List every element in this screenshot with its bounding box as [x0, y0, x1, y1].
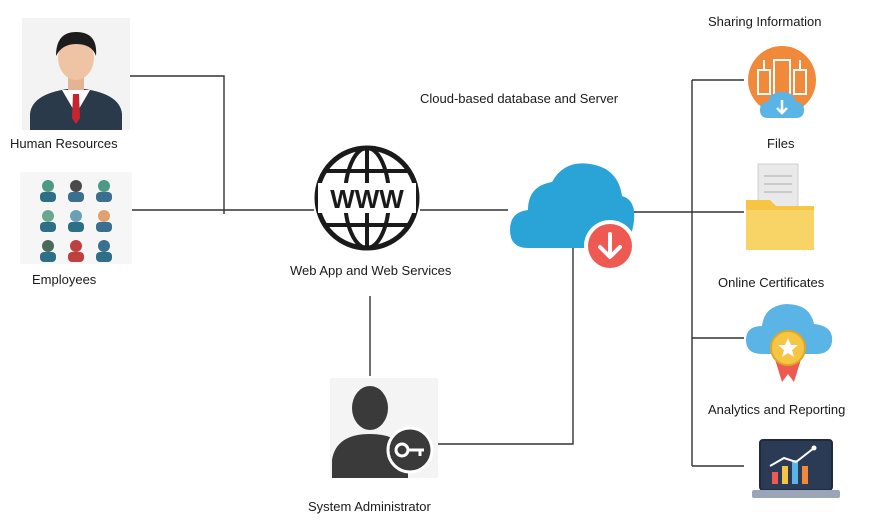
cloud-download-icon	[510, 163, 636, 272]
label-employees: Employees	[32, 272, 97, 287]
label-system-administrator: System Administrator	[308, 499, 431, 514]
people-grid-icon	[20, 172, 132, 264]
admin-to-cloud-connector	[434, 248, 574, 445]
label-online-certificates: Online Certificates	[718, 275, 825, 290]
label-cloud-database: Cloud-based database and Server	[420, 91, 619, 106]
user-key-icon	[330, 378, 438, 478]
person-icon	[22, 18, 130, 130]
label-files: Files	[767, 136, 795, 151]
cloud-certificate-icon	[746, 304, 833, 382]
label-web-app: Web App and Web Services	[290, 263, 452, 278]
folder-icon	[746, 163, 814, 250]
label-human-resources: Human Resources	[10, 136, 118, 151]
globe-www-icon: WWW	[314, 145, 420, 251]
hr-connector	[130, 75, 225, 214]
label-analytics-reporting: Analytics and Reporting	[708, 402, 846, 417]
label-sharing-information: Sharing Information	[708, 14, 822, 29]
cloud-sharing-icon	[748, 46, 816, 118]
www-text: WWW	[330, 184, 404, 214]
laptop-chart-icon	[752, 439, 840, 498]
